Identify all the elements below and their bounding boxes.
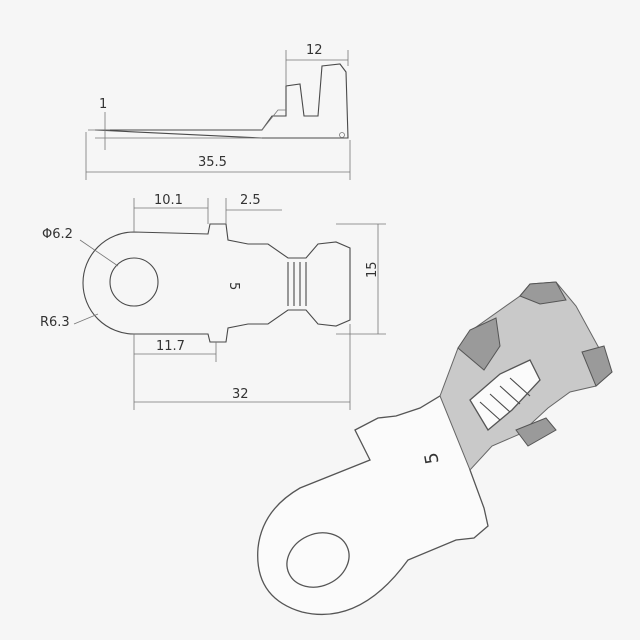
dim-top-width: 15 xyxy=(365,261,380,278)
dim-ring-radius: R6.3 xyxy=(40,315,70,330)
dim-side-length: 35.5 xyxy=(198,155,227,170)
ring-hole xyxy=(109,257,159,307)
isometric-view: 5 xyxy=(257,281,613,616)
dim-top-length: 32 xyxy=(232,387,249,402)
dim-ring-hole: Φ6.2 xyxy=(42,227,73,242)
iso-ring-hole xyxy=(286,532,350,588)
top-part-marking: 5 xyxy=(226,282,241,290)
dim-side-thickness: 1 xyxy=(99,97,107,112)
dim-side-height: 12 xyxy=(306,43,323,58)
dim-ring-center: 10.1 xyxy=(154,193,183,208)
top-view: 5 10.1 2.5 Φ6.2 R6.3 11.7 32 15 xyxy=(40,193,386,410)
dim-neck: 2.5 xyxy=(240,193,261,208)
iso-part-marking: 5 xyxy=(421,451,444,466)
dim-body: 11.7 xyxy=(156,339,185,354)
side-view: 12 1 35.5 xyxy=(85,43,351,180)
